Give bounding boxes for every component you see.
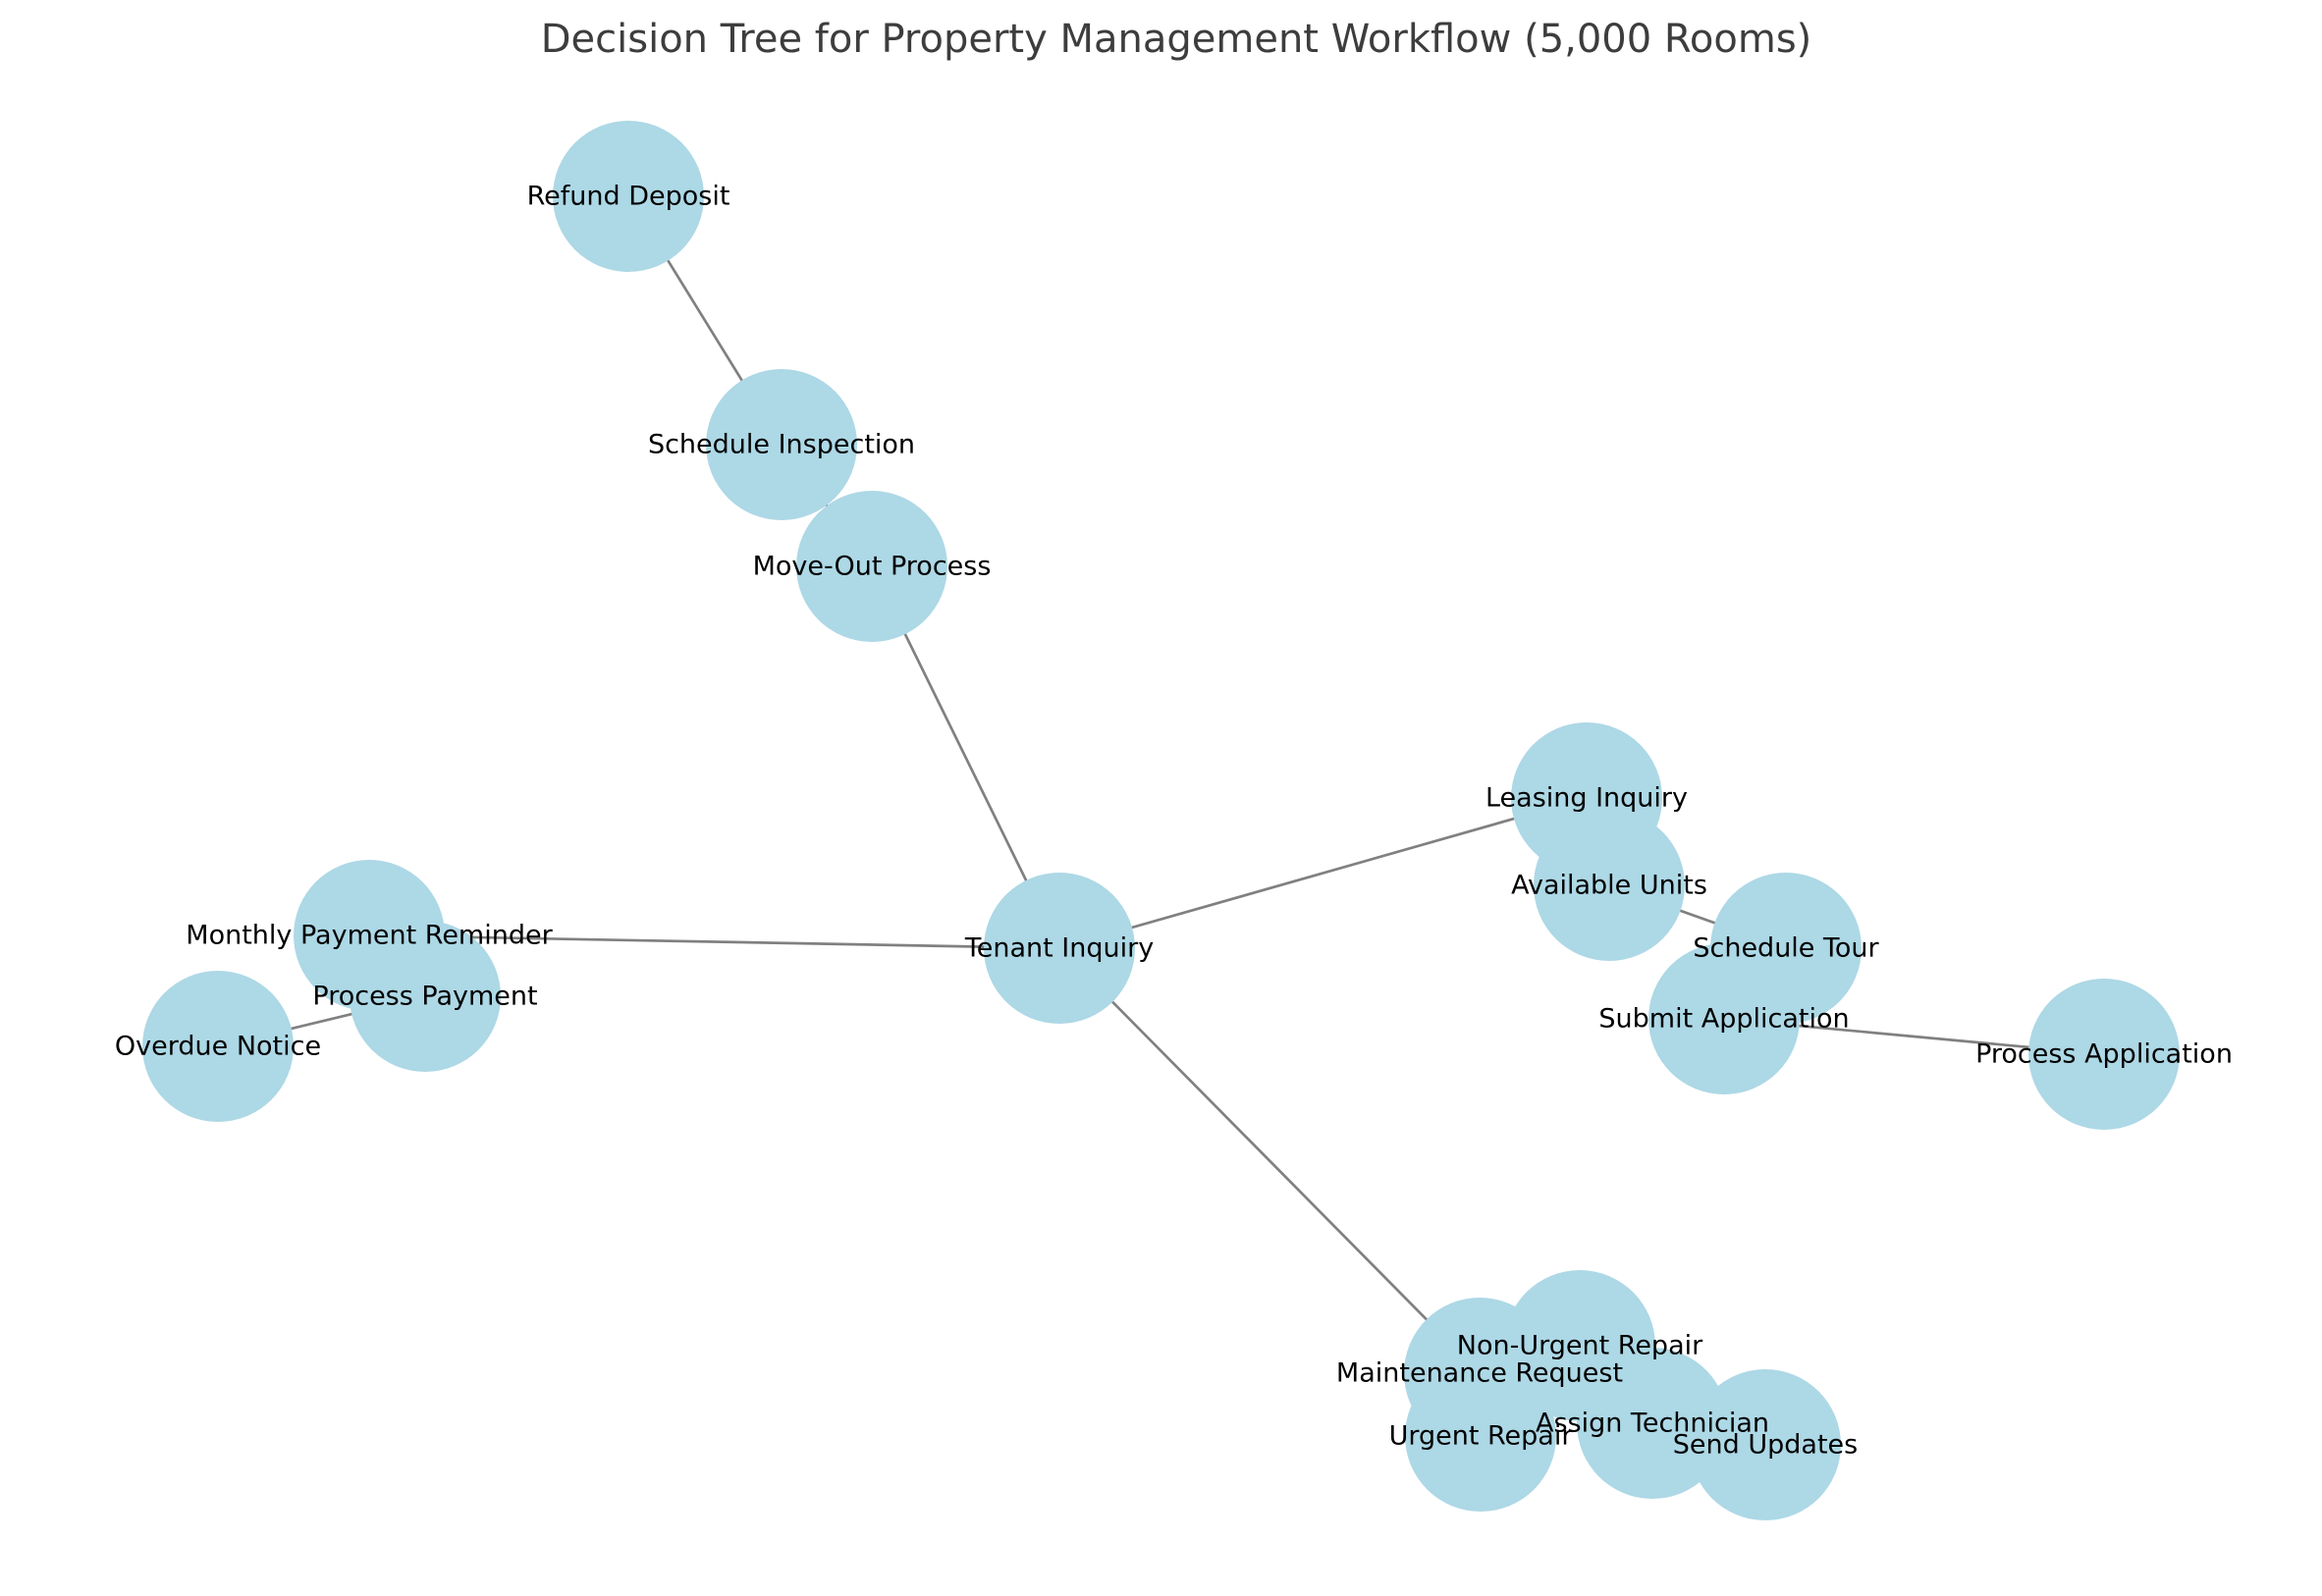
node-label-process-application: Process Application [1975,1039,2233,1070]
chart-title: Decision Tree for Property Management Wo… [541,17,1812,62]
node-label-refund-deposit: Refund Deposit [527,182,730,212]
node-label-assign-technician: Assign Technician [1536,1409,1769,1439]
node-submit-application [1648,943,1800,1094]
node-send-updates [1690,1369,1841,1520]
node-move-out-process [796,491,947,642]
node-label-send-updates: Send Updates [1673,1430,1858,1461]
node-label-non-urgent-repair: Non-Urgent Repair [1457,1331,1703,1361]
node-label-monthly-payment-reminder: Monthly Payment Reminder [186,921,553,951]
node-available-units [1534,810,1685,961]
node-process-application [2028,979,2180,1130]
edges-layer [217,195,2105,1447]
edge-tenant-inquiry--monthly-payment-reminder [368,933,1060,950]
edge-tenant-inquiry--leasing-inquiry [1058,796,1588,950]
node-label-schedule-tour: Schedule Tour [1693,933,1879,964]
node-tenant-inquiry [984,873,1135,1024]
node-label-submit-application: Submit Application [1598,1004,1849,1035]
nodes-layer [142,121,2180,1520]
node-label-process-payment: Process Payment [312,982,537,1012]
node-label-maintenance-request: Maintenance Request [1336,1358,1623,1389]
node-schedule-inspection [706,369,857,520]
node-assign-technician [1577,1348,1728,1499]
edge-tenant-inquiry--maintenance-request [1058,947,1481,1374]
node-urgent-repair [1405,1360,1556,1512]
node-label-leasing-inquiry: Leasing Inquiry [1485,783,1688,814]
node-label-available-units: Available Units [1511,871,1707,901]
node-label-schedule-inspection: Schedule Inspection [648,430,915,460]
node-label-move-out-process: Move-Out Process [753,552,992,582]
node-label-urgent-repair: Urgent Repair [1389,1421,1574,1452]
node-overdue-notice [142,971,294,1122]
node-label-overdue-notice: Overdue Notice [115,1032,321,1062]
node-label-tenant-inquiry: Tenant Inquiry [964,933,1154,964]
node-refund-deposit [553,121,704,272]
node-process-payment [350,921,501,1072]
